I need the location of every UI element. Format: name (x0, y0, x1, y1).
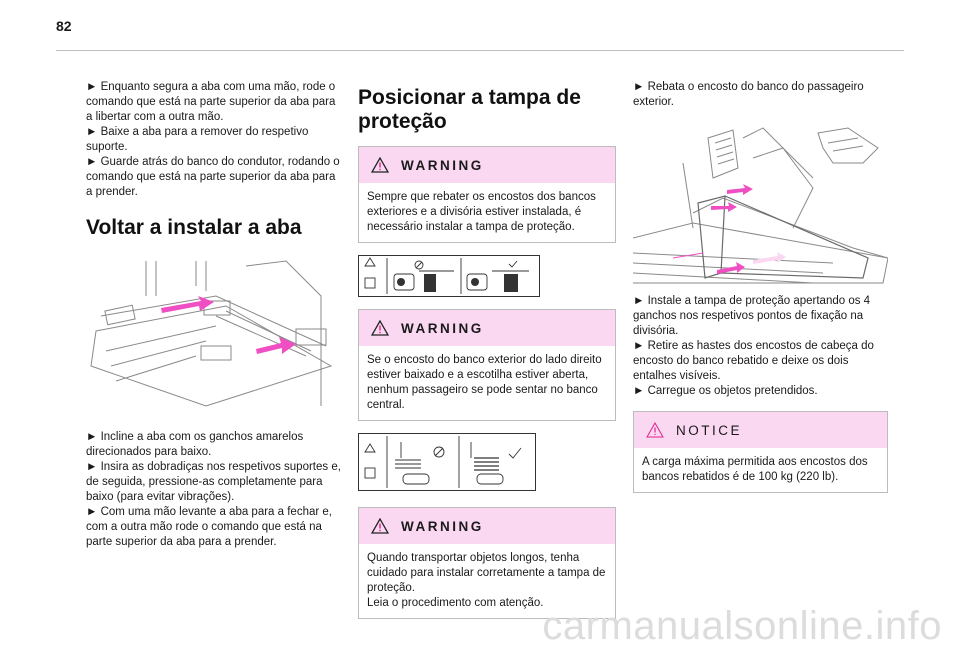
warning-triangle-icon (371, 320, 389, 336)
notice-box: NOTICE A carga máxima permitida aos enco… (633, 411, 888, 493)
instruction-store: ► Guarde atrás do banco do condutor, rod… (86, 156, 340, 198)
heading-line-2: proteção (358, 110, 447, 133)
warning-triangle-icon (371, 157, 389, 173)
notice-triangle-icon (646, 422, 664, 438)
page-number: 82 (56, 18, 72, 34)
notice-text: A carga máxima permitida aos encostos do… (642, 456, 868, 483)
warning-title: WARNING (401, 320, 484, 336)
instruction-release: ► Enquanto segura a aba com uma mão, rod… (86, 81, 336, 123)
header-rule (56, 50, 904, 51)
warning-title: WARNING (401, 157, 484, 173)
instruction-lower: ► Baixe a aba para a remover do respetiv… (86, 126, 309, 153)
column-left: ► Enquanto segura a aba com uma mão, rod… (86, 80, 341, 550)
warning-text: Sempre que rebater os encostos dos banco… (367, 191, 596, 233)
instruction-remove-headrest: ► Retire as hastes dos encostos de cabeç… (633, 340, 874, 382)
section-heading-position-cover: Posicionar a tampa de proteção (358, 86, 616, 134)
warning-box-3: WARNING Quando transportar objetos longo… (358, 507, 616, 619)
instruction-install-cover: ► Instale a tampa de proteção apertando … (633, 295, 871, 337)
warning-box-1: WARNING Sempre que rebater os encostos d… (358, 146, 616, 243)
safety-label-1-image (358, 255, 540, 297)
illustration-flap-install (86, 256, 341, 416)
warning-triangle-icon (371, 518, 389, 534)
heading-line-1: Posicionar a tampa de (358, 86, 581, 109)
instruction-fold-seat: ► Rebata o encosto do banco do passageir… (633, 81, 864, 108)
column-middle: Posicionar a tampa de proteção WARNING S… (358, 86, 616, 619)
watermark: carmanualsonline.info (542, 604, 942, 648)
section-heading-reinstall: Voltar a instalar a aba (86, 216, 302, 239)
illustration-protective-cover (633, 118, 888, 288)
instruction-insert: ► Insira as dobradiças nos respetivos su… (86, 461, 341, 503)
warning-box-2: WARNING Se o encosto do banco exterior d… (358, 309, 616, 421)
warning-title: WARNING (401, 518, 484, 534)
safety-label-2-image (358, 433, 536, 491)
column-right: ► Rebata o encosto do banco do passageir… (633, 80, 888, 493)
instruction-tilt: ► Incline a aba com os ganchos amarelos … (86, 431, 304, 458)
notice-title: NOTICE (676, 422, 743, 438)
instruction-close: ► Com uma mão levante a aba para a fecha… (86, 506, 332, 548)
warning-text: Quando transportar objetos longos, tenha… (367, 552, 606, 609)
warning-text: Se o encosto do banco exterior do lado d… (367, 354, 602, 411)
instruction-load: ► Carregue os objetos pretendidos. (633, 385, 818, 397)
